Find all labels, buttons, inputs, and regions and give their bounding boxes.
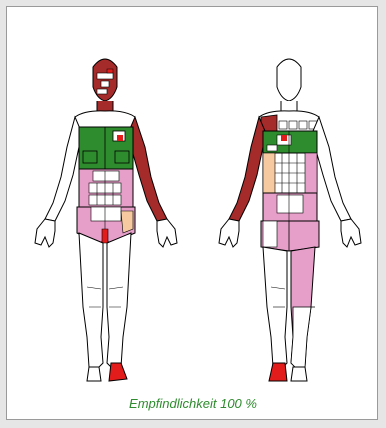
back-view <box>219 59 361 381</box>
front-view <box>35 59 177 381</box>
front-left-foot[interactable] <box>109 363 127 381</box>
back-left-foot[interactable] <box>269 363 287 381</box>
front-right-arm[interactable] <box>45 117 81 221</box>
body-map <box>7 7 379 421</box>
sensitivity-caption: Empfindlichkeit 100 % <box>7 396 379 411</box>
front-left-leg[interactable] <box>107 233 131 367</box>
front-left-arm[interactable] <box>129 117 167 221</box>
back-head[interactable] <box>277 59 301 101</box>
front-neck[interactable] <box>97 101 113 111</box>
back-left-arm[interactable] <box>229 117 265 221</box>
sensitivity-label: Empfindlichkeit <box>129 396 216 411</box>
sensitivity-value: 100 % <box>220 396 257 411</box>
body-map-panel: Empfindlichkeit 100 % <box>6 6 378 420</box>
front-right-leg[interactable] <box>79 233 103 367</box>
back-right-arm[interactable] <box>313 117 351 221</box>
front-head[interactable] <box>93 59 117 101</box>
